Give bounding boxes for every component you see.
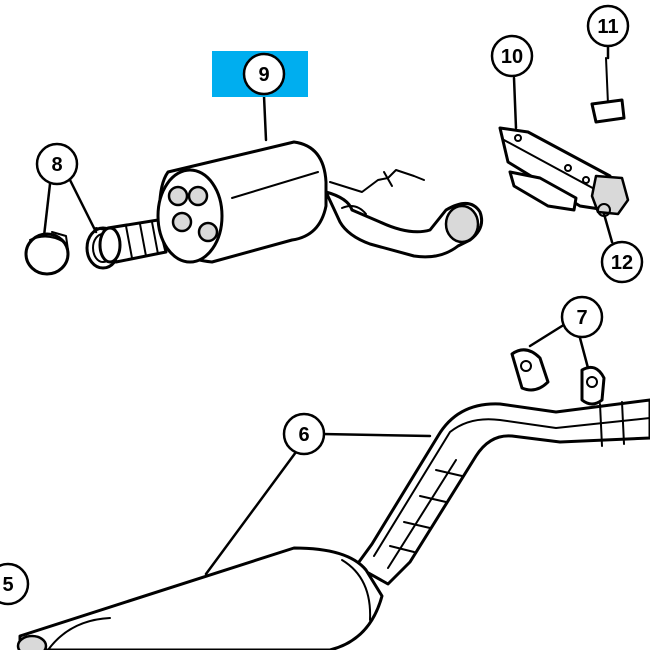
callout-11: 11: [586, 4, 630, 48]
callout-12: 12: [600, 240, 644, 284]
callout-6: 6: [282, 412, 326, 456]
leader-lines: [42, 44, 614, 576]
callout-7-label: 7: [576, 307, 587, 329]
callout-8-label: 8: [51, 154, 62, 176]
callout-5: 5: [0, 562, 30, 606]
callout-11-label: 11: [597, 16, 618, 38]
callout-9-label: 9: [258, 64, 269, 86]
muffler-part-9: [98, 140, 484, 264]
hanger-right-part-7: [580, 365, 606, 406]
callout-12-label: 12: [611, 252, 633, 274]
callout-5-label: 5: [2, 574, 13, 596]
clamp-left: [24, 231, 70, 276]
callout-8: 8: [35, 142, 79, 186]
callout-10: 10: [490, 34, 534, 78]
intermediate-pipe-part-6: [354, 398, 650, 586]
callout-9-highlighted: 9: [212, 51, 308, 97]
isolator-part-12: [590, 174, 630, 217]
front-muffler-part-5: [16, 546, 384, 650]
callout-6-label: 6: [298, 424, 309, 446]
callout-10-label: 10: [501, 46, 523, 68]
bolt-part-11: [590, 57, 626, 124]
callout-7: 7: [560, 295, 604, 339]
hanger-left-part-7: [510, 348, 550, 392]
